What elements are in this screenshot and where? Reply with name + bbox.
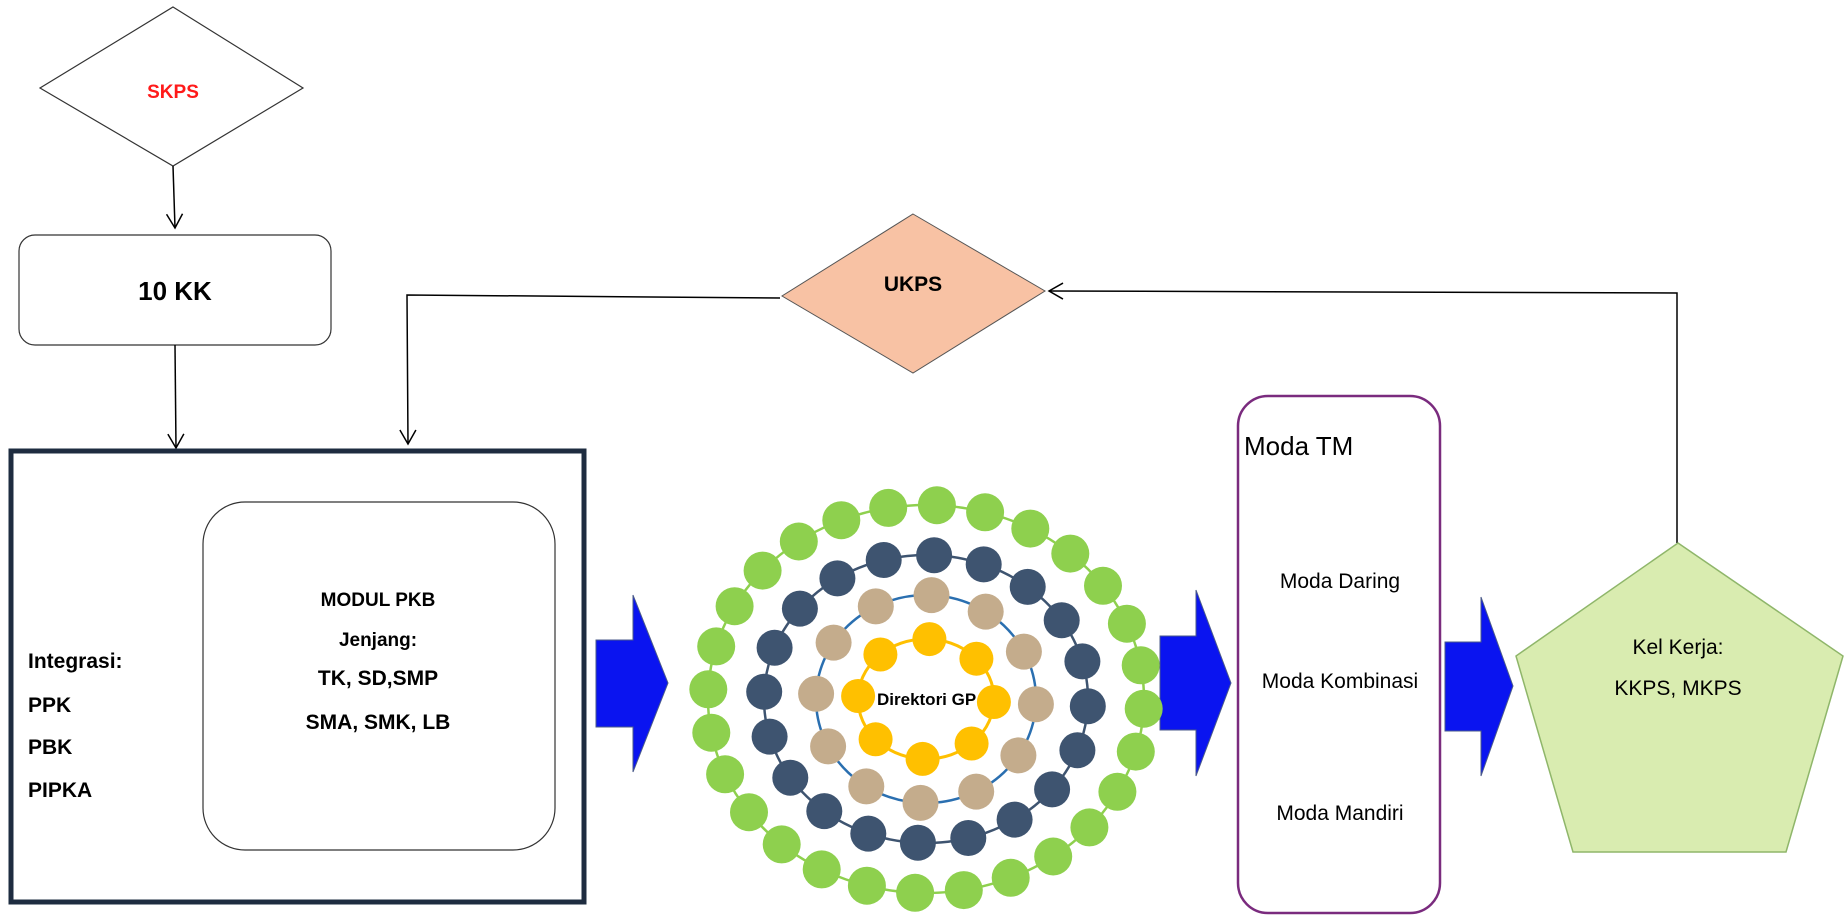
ring-navy-dot: [1069, 688, 1106, 725]
modul-jenjang-line2: SMA, SMK, LB: [305, 711, 451, 734]
moda-item-daring: Moda Daring: [1279, 570, 1401, 593]
ring-green-dot: [944, 871, 983, 910]
ring-green-dot: [697, 627, 736, 666]
ring-green-dot: [762, 825, 801, 864]
ring-green-dot: [692, 713, 731, 752]
ring-green-dot: [917, 486, 956, 525]
integrasi-heading: Integrasi:: [28, 650, 123, 673]
ring-green-dot: [1124, 689, 1163, 728]
ring-tan-dot: [913, 577, 950, 614]
ring-navy-dot: [806, 793, 843, 830]
ring-navy-dot: [996, 801, 1033, 838]
kelompok-line2: KKPS, MKPS: [1614, 677, 1742, 700]
ring-tan-dot: [848, 768, 885, 805]
ring-navy-dot: [965, 546, 1002, 583]
kk-label: 10 KK: [138, 276, 212, 306]
ring-navy-dot: [850, 815, 887, 852]
ring-green-dot: [779, 522, 818, 561]
modul-jenjang-label: Jenjang:: [338, 630, 418, 651]
ring-green-dot: [1051, 534, 1090, 573]
ring-gold-dot: [905, 741, 940, 776]
ring-tan-dot: [958, 773, 995, 810]
ring-navy-dot: [1064, 643, 1101, 680]
ring-green-dot: [1098, 772, 1137, 811]
ring-navy-dot: [781, 590, 818, 627]
connector-skps-to-kk: [165, 165, 184, 230]
moda-box: [1236, 394, 1442, 915]
ring-green-dot: [847, 866, 886, 905]
skps-label: SKPS: [147, 82, 199, 103]
ring-green-dot: [869, 488, 908, 527]
modul-box: [202, 501, 556, 851]
flow-arrow-1-icon: [595, 594, 669, 773]
ring-green-dot: [991, 858, 1030, 897]
ring-tan-dot: [798, 675, 835, 712]
ring-navy-dot: [746, 673, 783, 710]
ring-green-dot: [1011, 509, 1050, 548]
integrasi-item-ppk: PPK: [28, 694, 72, 717]
ring-navy-dot: [1059, 732, 1096, 769]
flow-arrow-3-icon: [1444, 596, 1514, 777]
modul-title: MODUL PKB: [320, 590, 436, 611]
ring-tan-dot: [1005, 633, 1042, 670]
kelompok-pentagon: [1515, 542, 1844, 853]
integrasi-item-pipka: PIPKA: [28, 779, 93, 802]
ring-green-dot: [689, 670, 728, 709]
direktori-label: Direktori GP: [877, 690, 977, 709]
ring-navy-dot: [1034, 771, 1071, 808]
connector-kelompok-to-ukps: [1047, 282, 1678, 543]
ring-gold-dot: [976, 685, 1011, 719]
ring-navy-dot: [751, 718, 788, 755]
ring-navy-dot: [865, 542, 902, 578]
ring-green-dot: [1034, 837, 1073, 876]
ring-tan-dot: [1000, 737, 1037, 774]
connector-kk-to-integrasi: [167, 344, 185, 450]
ring-green-dot: [966, 493, 1005, 532]
ring-navy-dot: [950, 820, 987, 856]
ring-gold-dot: [858, 722, 893, 757]
ring-green-dot: [730, 793, 768, 832]
ring-navy-dot: [819, 560, 856, 597]
connector-ukps-to-integrasi: [399, 294, 781, 446]
ring-tan-dot: [902, 784, 939, 821]
ring-green-dot: [715, 587, 754, 626]
ring-navy-dot: [1009, 568, 1046, 605]
ukps-diamond: [781, 213, 1046, 374]
ring-navy-dot: [756, 629, 793, 666]
ring-navy-dot: [899, 824, 936, 861]
modul-jenjang-line1: TK, SD,SMP: [317, 667, 439, 690]
ring-green-dot: [802, 850, 841, 889]
ring-gold-dot: [841, 679, 876, 713]
ring-navy-dot: [916, 537, 953, 574]
ring-gold-dot: [912, 622, 947, 657]
ring-green-dot: [706, 755, 745, 794]
flow-arrow-2-icon: [1159, 589, 1232, 777]
ukps-label: UKPS: [883, 273, 943, 296]
ring-green-dot: [1084, 566, 1122, 605]
ring-green-dot: [1116, 732, 1155, 771]
ring-navy-dot: [1043, 602, 1080, 639]
kelompok-line1: Kel Kerja:: [1632, 636, 1724, 659]
ring-tan-dot: [857, 588, 894, 625]
ring-gold-dot: [954, 726, 989, 761]
ring-green-dot: [1107, 604, 1146, 643]
ring-green-dot: [743, 551, 782, 590]
ring-gold-dot: [863, 637, 898, 672]
ring-tan-dot: [967, 593, 1004, 630]
ring-green-dot: [822, 501, 861, 540]
moda-item-mandiri: Moda Mandiri: [1276, 802, 1404, 825]
ring-green-dot: [1121, 646, 1160, 685]
ring-tan-dot: [810, 728, 847, 765]
ring-green-dot: [1070, 808, 1109, 847]
ring-navy-dot: [772, 759, 809, 796]
moda-title: Moda TM: [1244, 431, 1354, 461]
ring-tan-dot: [815, 624, 852, 661]
direktori-rings: [689, 486, 1163, 912]
ring-green-dot: [896, 873, 935, 912]
ring-gold-dot: [959, 641, 994, 676]
integrasi-item-pbk: PBK: [28, 736, 73, 759]
moda-item-kombinasi: Moda Kombinasi: [1261, 670, 1419, 693]
ring-tan-dot: [1017, 686, 1054, 723]
